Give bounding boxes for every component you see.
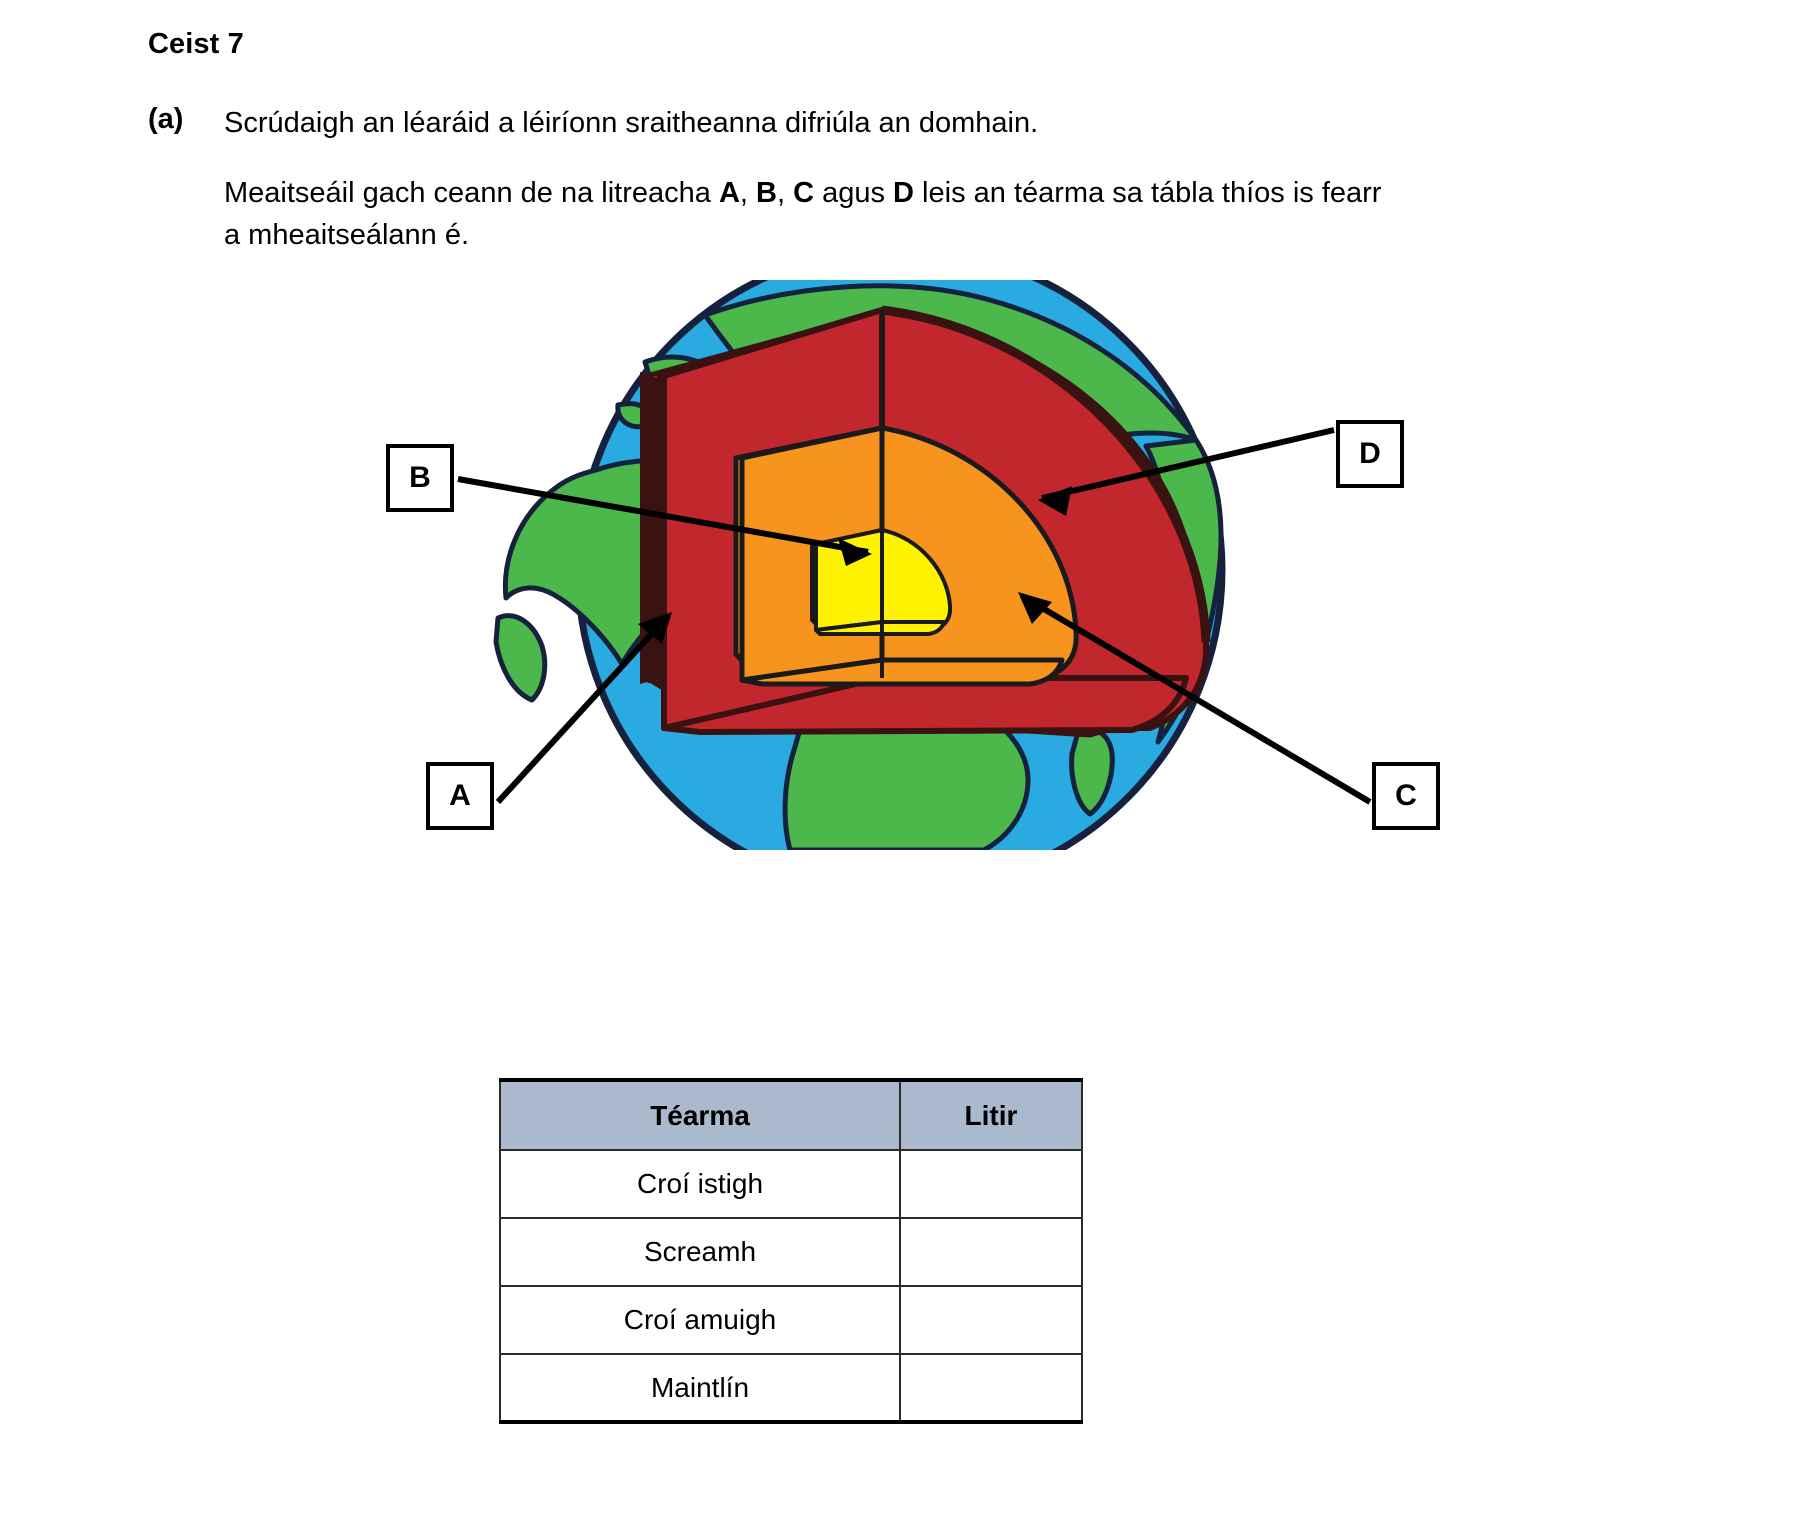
column-header-letter: Litir	[899, 1078, 1083, 1151]
term-cell: Maintlín	[499, 1353, 901, 1424]
table-row: Croí istigh	[499, 1149, 1083, 1219]
letter-ref-c: C	[793, 177, 815, 209]
earth-cutaway-diagram	[0, 280, 1818, 850]
table-header-row: Téarma Litir	[499, 1078, 1083, 1151]
diagram-label-c: C	[1372, 762, 1440, 830]
leader-line-b	[457, 476, 869, 555]
letter-answer-cell[interactable]	[899, 1353, 1083, 1424]
leader-arrowheads	[638, 486, 1072, 644]
leader-line-c	[1020, 593, 1372, 805]
diagram-label-a: A	[426, 762, 494, 830]
instruction-2-sep1: ,	[739, 177, 757, 209]
letter-ref-d: D	[893, 177, 914, 209]
term-cell: Croí amuigh	[499, 1285, 901, 1355]
letter-ref-a: A	[718, 177, 740, 209]
instruction-2-sep3: agus	[814, 177, 894, 209]
table-row: Maintlín	[499, 1353, 1083, 1424]
letter-answer-cell[interactable]	[899, 1217, 1083, 1287]
term-cell: Croí istigh	[499, 1149, 901, 1219]
instruction-2-sep2: ,	[776, 177, 794, 209]
instruction-line-1: Scrúdaigh an léaráid a léiríonn sraithea…	[224, 107, 1039, 139]
letter-answer-cell[interactable]	[899, 1285, 1083, 1355]
term-cell: Screamh	[499, 1217, 901, 1287]
diagram-label-d: D	[1336, 420, 1404, 488]
table-row: Croí amuigh	[499, 1285, 1083, 1355]
leader-line-d	[1041, 427, 1335, 501]
instruction-line-2: Meaitseáil gach ceann de na litreacha A,…	[224, 172, 1399, 256]
leader-lines	[457, 427, 1372, 805]
leader-line-a	[495, 613, 671, 805]
letter-answer-cell[interactable]	[899, 1149, 1083, 1219]
diagram-label-b: B	[386, 444, 454, 512]
column-header-term: Téarma	[499, 1078, 901, 1151]
instruction-2-pre: Meaitseáil gach ceann de na litreacha	[224, 177, 719, 209]
term-letter-table: Téarma Litir Croí istigh Screamh Croí am…	[499, 1078, 1083, 1424]
page-title: Ceist 7	[148, 28, 244, 60]
table-body: Croí istigh Screamh Croí amuigh Maintlín	[499, 1149, 1083, 1424]
instruction-2-post: leis an téarma sa tábla thíos is fearr a…	[224, 177, 1382, 252]
table-row: Screamh	[499, 1217, 1083, 1287]
letter-ref-b: B	[756, 177, 777, 209]
part-label-a: (a)	[148, 103, 184, 135]
